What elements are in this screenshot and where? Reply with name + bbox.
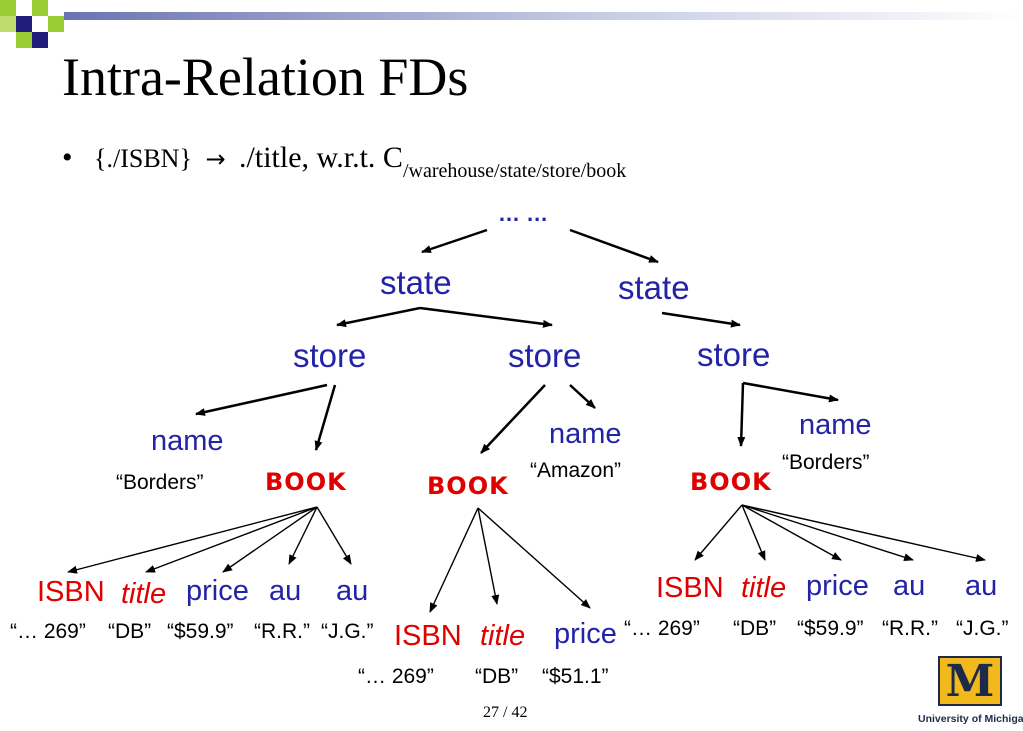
corner-square-green: [48, 16, 64, 32]
value-isbn: “… 269”: [624, 617, 700, 640]
edge-store3-name: [742, 381, 839, 403]
value-au: “J.G.”: [321, 620, 374, 643]
title-node: title: [121, 578, 167, 610]
isbn-node: ISBN: [37, 576, 105, 608]
state-node-2: state: [618, 269, 690, 306]
value-title: “DB”: [108, 620, 152, 643]
au-node: au: [893, 570, 926, 602]
value-isbn: “… 269”: [358, 665, 434, 688]
price-node: price: [806, 570, 869, 602]
name-value-3: “Borders”: [782, 451, 870, 474]
corner-square-navy: [32, 32, 48, 48]
title-node: title: [741, 572, 787, 604]
edge-book1-au1: [288, 506, 318, 565]
page-number: 27 / 42: [483, 704, 528, 721]
price-node: price: [554, 618, 617, 650]
isbn-node: ISBN: [394, 620, 462, 652]
edge-book3-price: [741, 504, 842, 561]
value-au: “J.G.”: [956, 617, 1009, 640]
edge-book2-title: [477, 507, 500, 605]
bullet-marker: •: [62, 141, 73, 174]
book-node-3: BOOK: [690, 468, 772, 496]
store-node-2: store: [508, 337, 582, 374]
corner-square-green: [16, 32, 32, 48]
edge-book2-isbn: [429, 507, 479, 613]
au-node: au: [336, 575, 369, 607]
edge-store2-name: [569, 384, 596, 409]
bullet-context: /warehouse/state/store/book: [402, 160, 627, 182]
value-au: “R.R.”: [882, 617, 938, 640]
edge-book1-au2: [316, 506, 352, 565]
corner-square-navy: [16, 16, 32, 32]
edge-book3-isbn: [694, 504, 743, 561]
value-price: “$59.9”: [167, 620, 234, 643]
corner-square-lightgreen: [0, 16, 16, 32]
name-node-1: name: [151, 425, 224, 457]
edge-store1-name: [195, 383, 328, 416]
edge-book1-isbn: [67, 506, 318, 574]
value-title: “DB”: [475, 665, 519, 688]
edge-store3-book: [737, 382, 746, 447]
state-node-1: state: [380, 264, 452, 301]
arrow-icon: →: [205, 145, 226, 173]
value-price: “$51.1”: [542, 665, 609, 688]
value-title: “DB”: [733, 617, 777, 640]
name-node-3: name: [799, 409, 872, 441]
value-au: “R.R.”: [254, 620, 310, 643]
store-node-3: store: [697, 336, 771, 373]
au-node: au: [965, 570, 998, 602]
bullet-line: • {./ISBN} → ./title, w.r.t. C/warehouse…: [62, 141, 626, 182]
edge-book2-price: [477, 507, 591, 609]
slide-title: Intra-Relation FDs: [62, 47, 469, 107]
bullet-lhs: {./ISBN}: [94, 144, 192, 173]
title-node: title: [480, 620, 526, 652]
edge-state1-store1: [336, 306, 421, 328]
edge-book1-title: [145, 506, 318, 573]
edge-store1-book: [314, 384, 337, 451]
edge-root-state2: [569, 228, 659, 264]
logo-caption: University of Michigan: [918, 713, 1023, 725]
logo-block-m: M: [938, 656, 1002, 706]
bullet-rhs: ./title, w.r.t. C: [239, 141, 403, 174]
corner-square-green: [0, 0, 16, 16]
edge-store2-book: [480, 384, 546, 454]
edge-state2-store3: [661, 311, 741, 328]
edge-book3-au1: [741, 504, 914, 562]
price-node: price: [186, 575, 249, 607]
book-node-2: BOOK: [427, 472, 509, 500]
edge-book3-title: [741, 504, 766, 561]
value-isbn: “… 269”: [10, 620, 86, 643]
root-node: … …: [498, 201, 549, 226]
michigan-logo-icon: M: [935, 656, 1005, 712]
isbn-node: ISBN: [656, 572, 724, 604]
header-bar: [64, 12, 1023, 20]
edge-book1-price: [222, 506, 318, 573]
value-price: “$59.9”: [797, 617, 864, 640]
edge-book3-au2: [741, 504, 986, 562]
edge-root-state1: [421, 228, 488, 254]
name-value-1: “Borders”: [116, 471, 204, 494]
corner-square-green: [32, 0, 48, 16]
store-node-1: store: [293, 337, 367, 374]
name-node-2: name: [549, 418, 622, 450]
edge-state1-store2: [419, 306, 553, 328]
book-node-1: BOOK: [265, 468, 347, 496]
au-node: au: [269, 575, 302, 607]
name-value-2: “Amazon”: [530, 459, 622, 482]
